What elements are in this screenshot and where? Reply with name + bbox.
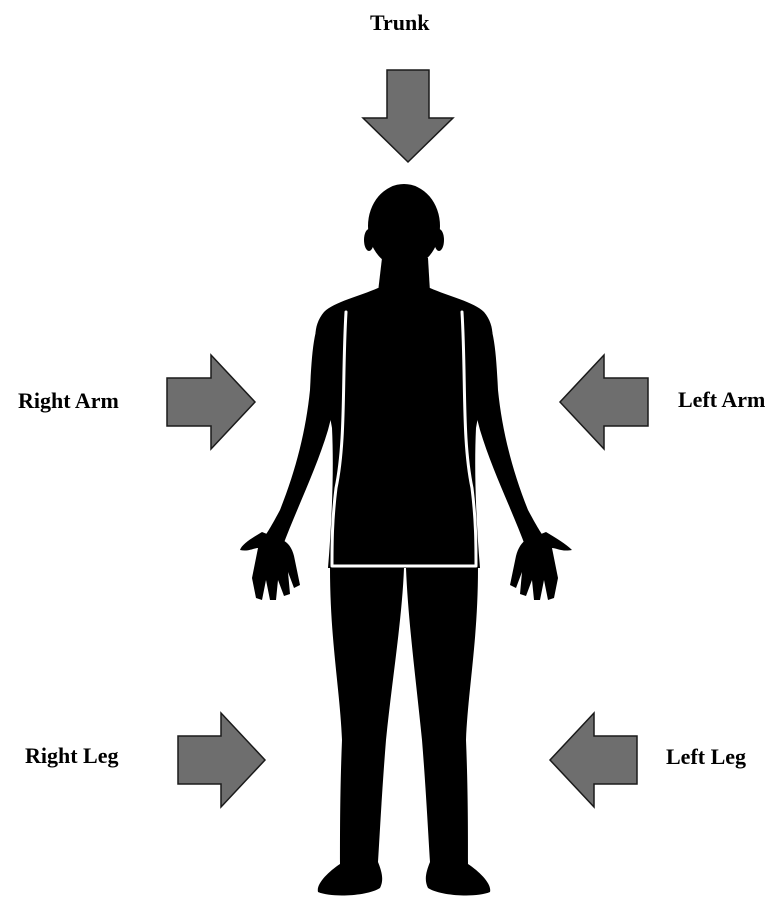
right-hand-shape <box>240 532 300 600</box>
left-arm-arrow-icon <box>560 355 648 449</box>
left-hand-shape <box>510 532 572 600</box>
right-leg-arrow-icon <box>178 713 265 807</box>
human-silhouette-icon <box>240 184 572 895</box>
neck-shape <box>378 258 430 292</box>
trunk-arrow-icon <box>363 70 453 162</box>
head-shape <box>368 184 440 268</box>
right-leg-shape <box>318 568 404 895</box>
left-leg-shape <box>406 568 490 895</box>
right-arm-arrow-icon <box>167 355 255 449</box>
left-leg-arrow-icon <box>550 713 637 807</box>
